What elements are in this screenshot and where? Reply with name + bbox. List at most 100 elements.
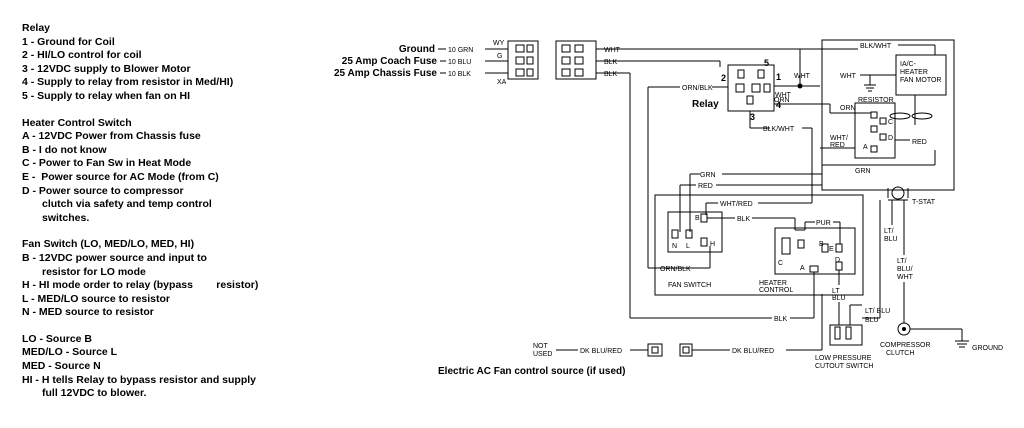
legend-fan-item: L - MED/LO source to resistor xyxy=(22,292,170,305)
fan-motor-line2: HEATER xyxy=(900,69,928,76)
heater-control-line2: CONTROL xyxy=(759,287,793,294)
legend-source-item: HI - H tells Relay to bypass resistor an… xyxy=(22,373,256,386)
wire-label-blk-wht: BLK/WHT xyxy=(763,126,795,133)
wire-label-pur: PUR xyxy=(816,220,831,227)
wire-label-blk-4: BLK xyxy=(774,316,788,323)
fan-motor-line3: FAN MOTOR xyxy=(900,77,941,84)
relay-pin-5: 5 xyxy=(764,58,769,68)
fan-blade-left xyxy=(889,112,911,120)
junction-dot xyxy=(797,83,803,89)
heater-control-line1: HEATER xyxy=(759,280,787,287)
svg-text:LT/: LT/ xyxy=(897,258,907,265)
svg-text:WHT: WHT xyxy=(897,274,914,281)
low-pressure-line2: CUTOUT SWITCH xyxy=(815,363,873,370)
wire-label-dk-blu-red: DK BLU/RED xyxy=(580,348,622,355)
diagram-caption: Electric AC Fan control source (if used) xyxy=(438,366,625,377)
wire-label-10-blu: 10 BLU xyxy=(448,59,471,66)
wire-label-blk: BLK xyxy=(604,59,618,66)
wire-label-grn: GRN xyxy=(855,168,871,175)
legend-relay-item: 2 - HI/LO control for coil xyxy=(22,49,142,62)
low-pressure-switch xyxy=(829,324,863,346)
low-pressure-line1: LOW PRESSURE xyxy=(815,355,872,362)
legend-fan-item: H - HI mode order to relay (bypass resis… xyxy=(22,279,259,292)
svg-text:A: A xyxy=(863,144,868,151)
wire-label-red-3: RED xyxy=(698,183,713,190)
wire-label-red: RED xyxy=(912,139,927,146)
wire-label-10-blk: 10 BLK xyxy=(448,71,471,78)
wire-label-blk-3: BLK xyxy=(737,216,751,223)
svg-text:BLU: BLU xyxy=(884,236,898,243)
svg-text:BLU/: BLU/ xyxy=(897,266,913,273)
wire-label-blk-wht-2: BLK/WHT xyxy=(860,43,892,50)
heater-control-c: C xyxy=(778,260,783,267)
ground-label: Ground xyxy=(399,44,435,55)
legend-heater-item: B - I do not know xyxy=(22,143,107,156)
wire-label-wht-4: WHT xyxy=(840,73,857,80)
wire-label-wht-2: WHT xyxy=(794,73,811,80)
svg-text:LT/: LT/ xyxy=(884,228,894,235)
fan-motor-line1: IA/C- xyxy=(900,61,917,68)
legend-source-item: MED - Source N xyxy=(22,360,101,373)
legend-heater-item: clutch via safety and temp control xyxy=(42,198,212,211)
heater-control-e: E xyxy=(829,246,834,253)
t-stat xyxy=(891,186,905,200)
legend-fan-item: N - MED source to resistor xyxy=(22,306,154,319)
wire-label-orn-blk: ORN/BLK xyxy=(682,85,713,92)
compressor-line1: COMPRESSOR xyxy=(880,342,931,349)
wire-label-wht-red-1: WHT/ xyxy=(830,135,848,142)
not-used-line1: NOT xyxy=(533,343,549,350)
not-used-line2: USED xyxy=(533,351,552,358)
wire-label-blk-2: BLK xyxy=(604,71,618,78)
legend-relay-item: 3 - 12VDC supply to Blower Motor xyxy=(22,62,191,75)
fan-switch-box xyxy=(654,194,864,296)
legend-panel: Relay 1 - Ground for Coil 2 - HI/LO cont… xyxy=(22,22,322,401)
fan-switch-l: L xyxy=(686,243,690,250)
relay-label: Relay xyxy=(692,99,719,110)
fan-switch xyxy=(667,211,723,253)
connector-plug-left xyxy=(647,343,663,357)
heater-control-d: D xyxy=(835,257,840,264)
svg-text:C: C xyxy=(888,119,893,126)
legend-heater-title: Heater Control Switch xyxy=(22,116,132,129)
legend-fan-item: B - 12VDC power source and input to xyxy=(22,251,207,264)
fan-blade-right xyxy=(911,112,933,120)
t-stat-label: T-STAT xyxy=(912,199,936,206)
legend-heater-item: D - Power source to compressor xyxy=(22,184,184,197)
harness-connector-right xyxy=(555,40,597,80)
resistor xyxy=(854,102,896,159)
legend-source-item: MED/LO - Source L xyxy=(22,346,118,359)
wire-label-dk-blu-red-2: DK BLU/RED xyxy=(732,348,774,355)
ground-symbol-label: GROUND xyxy=(972,345,1003,352)
fan-switch-n: N xyxy=(672,243,677,250)
wire-label-lt: LT xyxy=(832,288,840,295)
resistor-label: RESISTOR xyxy=(858,97,894,104)
legend-fan-item: resistor for LO mode xyxy=(42,265,146,278)
chassis-fuse-label: 25 Amp Chassis Fuse xyxy=(334,68,437,79)
wire-label-grn-2: GRN xyxy=(700,172,716,179)
wire-label-lt-blu: LT/ BLU xyxy=(865,308,890,315)
compressor-line2: CLUTCH xyxy=(886,350,914,357)
wire-label-10-grn: 10 GRN xyxy=(448,47,473,54)
wire-label-wht-red: WHT/RED xyxy=(720,201,753,208)
wire-label-wht-3: WHT xyxy=(775,92,792,99)
connector-plug-right xyxy=(679,343,693,357)
harness-connector-left xyxy=(507,40,539,80)
legend-relay-item: 5 - Supply to relay when fan on HI xyxy=(22,89,191,102)
wire-label-orn: ORN xyxy=(774,97,790,104)
legend-heater-item: C - Power to Fan Sw in Heat Mode xyxy=(22,157,192,170)
heater-control xyxy=(774,227,856,275)
blower-assembly-box xyxy=(821,39,955,191)
legend-source-item: full 12VDC to blower. xyxy=(42,387,147,400)
svg-text:D: D xyxy=(888,135,893,142)
coach-fuse-label: 25 Amp Coach Fuse xyxy=(342,56,438,67)
fan-switch-b: B xyxy=(695,215,700,222)
wire-label-orn-blk-2: ORN/BLK xyxy=(660,266,691,273)
fan-switch-h: H xyxy=(710,241,715,248)
legend-relay-item: 1 - Ground for Coil xyxy=(22,35,115,48)
legend-relay-title: Relay xyxy=(22,22,51,34)
wire-label-orn-2: ORN xyxy=(840,105,856,112)
relay-pin-3: 3 xyxy=(750,112,755,122)
relay-pin-1: 1 xyxy=(776,72,781,82)
pin-xa: XA xyxy=(497,79,507,86)
